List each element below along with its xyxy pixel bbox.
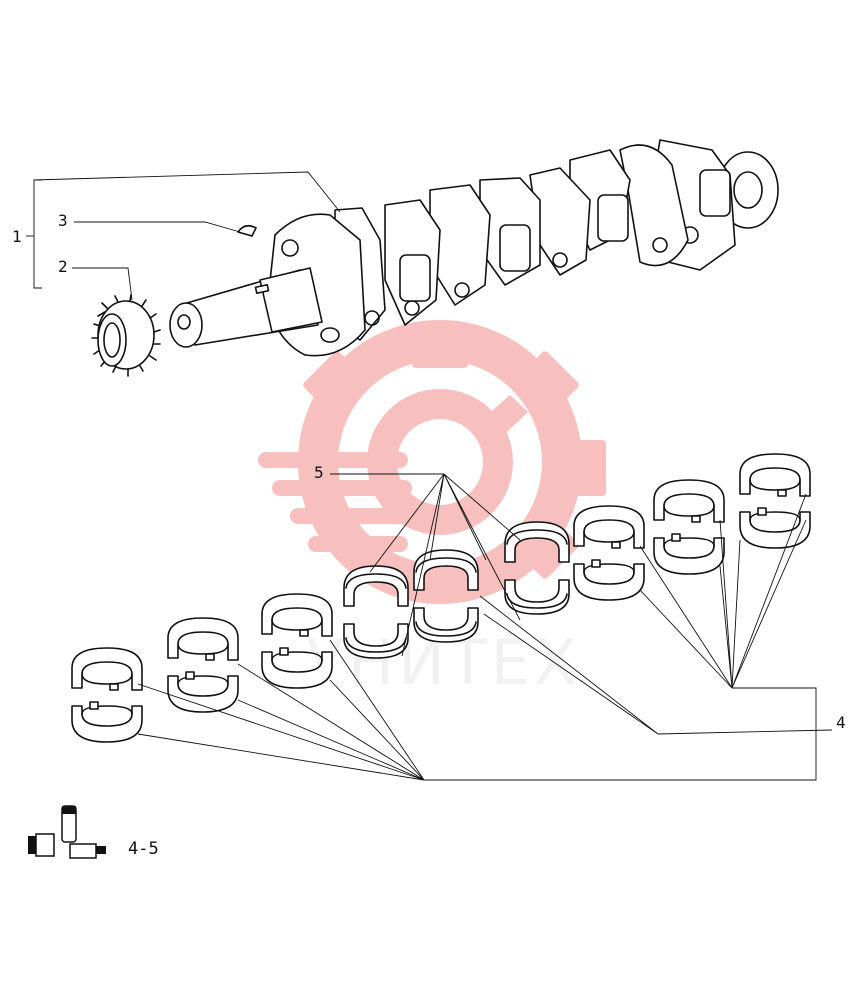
bearing-shell-pair-4 [573, 505, 645, 601]
crankshaft-drawing [169, 139, 779, 357]
bearing-shell-pair-1 [71, 647, 143, 743]
callout-1: 1 [12, 227, 22, 246]
callout-4: 4 [836, 713, 846, 732]
timing-gear [91, 294, 161, 377]
tools-reference-icon [28, 805, 106, 859]
callout-3: 3 [58, 211, 68, 230]
watermark: УНИТЕХ [258, 320, 606, 699]
callout-2: 2 [58, 257, 68, 276]
leader-lines [26, 171, 833, 781]
reference-label: 4-5 [128, 839, 159, 859]
woodruff-key [237, 224, 257, 237]
callout-5: 5 [314, 463, 324, 482]
bearing-shell-pair-5 [653, 479, 725, 575]
